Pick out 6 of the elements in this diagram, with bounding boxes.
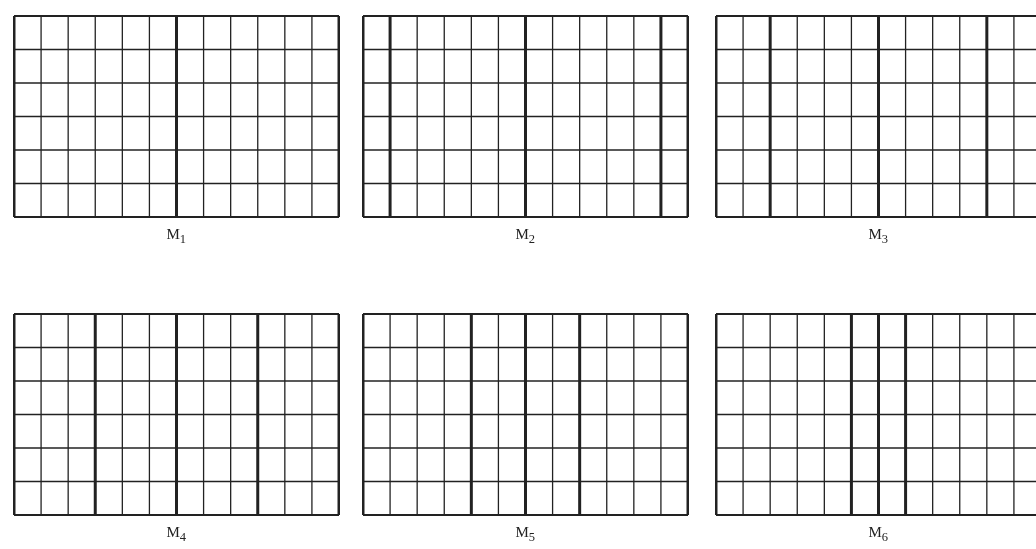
- panel-label: M$_{4}$: [166, 524, 187, 545]
- panel-label: M$_{6}$: [868, 524, 889, 545]
- panel-label: M$_{3}$: [868, 226, 889, 247]
- panel-label: M$_{1}$: [166, 226, 187, 247]
- panel-label: M$_{2}$: [515, 226, 536, 247]
- panel-label: M$_{5}$: [515, 524, 536, 545]
